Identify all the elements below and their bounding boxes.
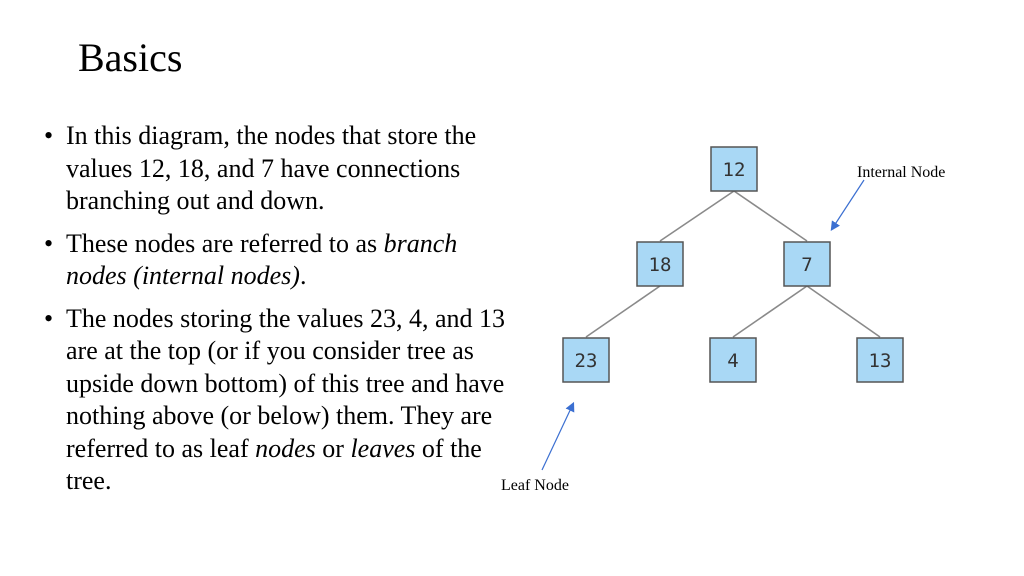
tree-edges: [585, 190, 881, 338]
bullet-list: In this diagram, the nodes that store th…: [44, 120, 519, 508]
leaf-node-arrow: [541, 401, 575, 471]
bullet-2-emphasis: branch nodes (internal nodes): [66, 228, 458, 291]
bullet-item-3: The nodes storing the values 23, 4, and …: [44, 303, 519, 498]
tree-node-12: 12: [710, 146, 758, 192]
node-value-7: 7: [801, 254, 812, 276]
tree-node-4: 4: [709, 337, 757, 383]
bullet-3-text-c: of the tree.: [66, 433, 482, 496]
bullet-3-text-a: The nodes storing the values 23, 4, and …: [66, 303, 506, 463]
leaf-node-label: Leaf Node: [501, 477, 569, 494]
edge-7-4: [732, 285, 808, 338]
node-value-23: 23: [575, 350, 598, 372]
bullet-3-text-b: or: [315, 433, 351, 463]
node-value-18: 18: [649, 254, 672, 276]
edge-7-13: [806, 285, 881, 338]
bullet-2-text-b: .: [299, 261, 307, 290]
bullet-1-text: In this diagram, the nodes that store th…: [66, 121, 477, 215]
internal-node-label: Internal Node: [857, 164, 946, 181]
bullet-item-1: In this diagram, the nodes that store th…: [44, 120, 519, 218]
node-value-13: 13: [869, 350, 892, 372]
tree-node-18: 18: [636, 241, 684, 287]
edge-12-7: [733, 190, 808, 242]
internal-node-arrow: [830, 179, 865, 232]
edge-12-18: [659, 190, 735, 242]
bullet-item-2: These nodes are referred to as branch no…: [44, 228, 519, 293]
bullet-3-emphasis-leaves: leaves: [350, 433, 416, 463]
tree-node-7: 7: [783, 241, 831, 287]
tree-node-13: 13: [856, 337, 904, 383]
edge-18-23: [585, 285, 661, 338]
bullet-3-emphasis-nodes: nodes: [255, 433, 316, 463]
node-value-4: 4: [727, 350, 738, 372]
node-value-12: 12: [723, 159, 746, 181]
tree-node-23: 23: [562, 337, 610, 383]
bullet-2-text-a: These nodes are referred to as: [66, 228, 384, 258]
slide-title: Basics: [78, 35, 183, 80]
